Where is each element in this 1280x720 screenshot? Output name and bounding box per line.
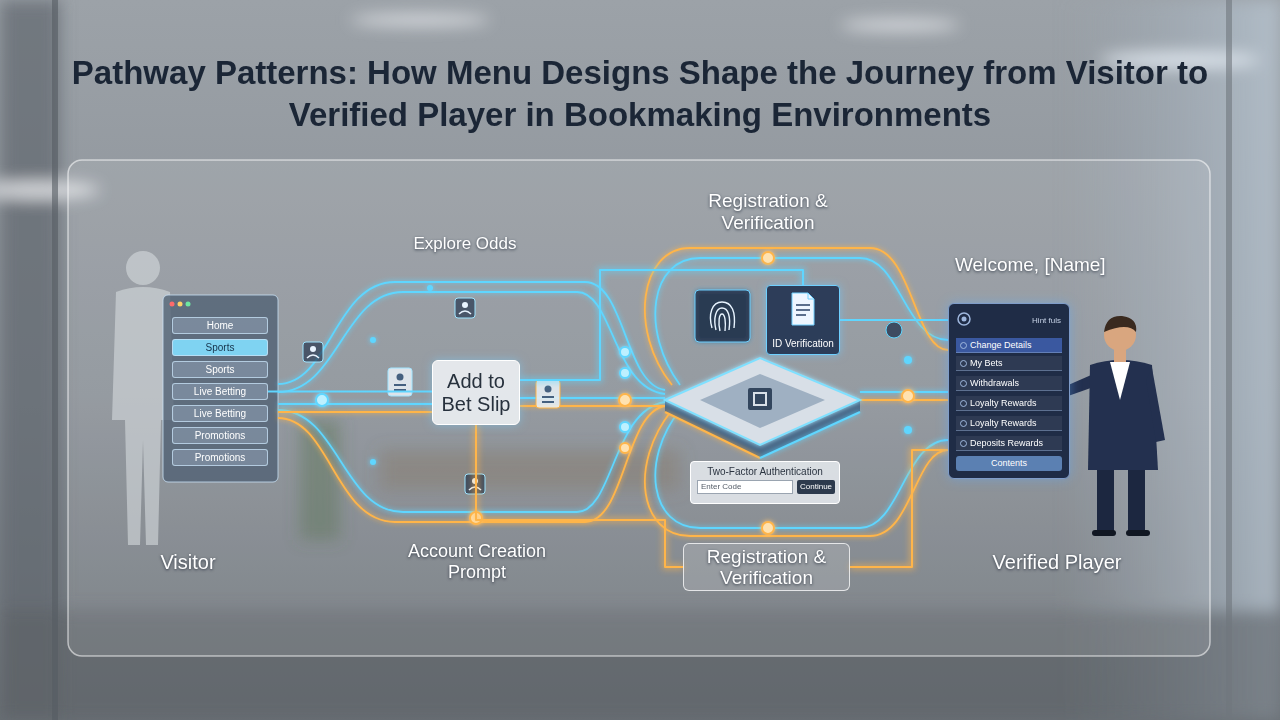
node-label: Contents: [956, 458, 1062, 469]
id-verification-box: ID Verification: [766, 285, 840, 355]
menu-item: Live Betting: [172, 383, 268, 400]
menu-item: Live Betting: [172, 405, 268, 422]
fingerprint-icon: [695, 290, 750, 342]
account-menu-row: Loyalty Rewards: [956, 396, 1062, 411]
node-label: Withdrawals: [970, 378, 1062, 389]
stage-label: Explore Odds: [380, 234, 550, 254]
node-label: Sports: [177, 364, 263, 376]
node-note: Hint fuls: [1032, 316, 1061, 326]
node-label: Welcome, [Name]: [955, 254, 1106, 276]
account-panel: Welcome, [Name]Hint fulsChange DetailsMy…: [948, 303, 1070, 479]
connector-line: [268, 391, 432, 393]
connector-line: [840, 319, 948, 321]
account-menu-row: Deposits Rewards: [956, 436, 1062, 451]
connector-line: [520, 270, 803, 380]
node-label: My Bets: [970, 358, 1062, 369]
flow-connector: [268, 391, 432, 392]
stage-label: Account Creation Prompt: [392, 541, 562, 583]
node-label: Continue: [800, 482, 832, 492]
account-menu-row: Withdrawals: [956, 376, 1062, 391]
node-label: Home: [177, 320, 263, 332]
bet-slip-box: Add to Bet Slip: [432, 360, 520, 425]
flow-connector: [850, 450, 948, 567]
node-label: Change Details: [970, 340, 1062, 351]
connector-line: [850, 450, 948, 567]
node-label: Promotions: [177, 430, 263, 442]
connector-glow: [520, 270, 803, 380]
platform-hub: [665, 358, 860, 458]
stage-label: Registration & Verification: [683, 190, 853, 234]
node-label: Promotions: [177, 452, 263, 464]
two-factor-box: Two-Factor AuthenticationEnter Code Conti…: [690, 461, 840, 504]
account-menu-row: My Bets: [956, 356, 1062, 371]
form-button: Continue: [797, 480, 835, 494]
logo-icon: [956, 311, 972, 327]
flow-connector: [840, 320, 948, 321]
glass-panel: [68, 160, 1210, 656]
node-label: Loyalty Rewards: [970, 418, 1062, 429]
panel-button: Contents: [956, 456, 1062, 471]
menu-item: Sports: [172, 361, 268, 378]
menu-window: [163, 295, 278, 482]
node-label: ID Verification: [772, 338, 834, 350]
node-label: Deposits Rewards: [970, 438, 1062, 449]
account-menu-row: Change Details: [956, 338, 1062, 353]
flow-connector: [520, 270, 803, 380]
connector-glow: [268, 389, 432, 394]
account-menu-row: Loyalty Rewards: [956, 416, 1062, 431]
menu-item: Promotions: [172, 427, 268, 444]
node-label: Loyalty Rewards: [970, 398, 1062, 409]
diagram-title: Pathway Patterns: How Menu Designs Shape…: [40, 52, 1240, 136]
code-input: Enter Code: [697, 480, 793, 494]
document-icon: [790, 292, 816, 326]
node-label: Sports: [177, 342, 263, 354]
stage-label: Visitor: [138, 550, 238, 574]
menu-item-active: Sports: [172, 339, 268, 356]
node-label: Add to Bet Slip: [439, 370, 513, 416]
node-label: Live Betting: [177, 408, 263, 420]
connector-glow: [840, 318, 948, 323]
node-label: Enter Code: [701, 482, 792, 492]
node-label: Registration & Verification: [690, 546, 843, 588]
connector-glow: [850, 450, 948, 567]
menu-item: Promotions: [172, 449, 268, 466]
registration-box: Registration & Verification: [683, 543, 850, 591]
stage-label: Verified Player: [977, 550, 1137, 574]
node-label: Two-Factor Authentication: [697, 466, 833, 478]
menu-item: Home: [172, 317, 268, 334]
node-label: Live Betting: [177, 386, 263, 398]
